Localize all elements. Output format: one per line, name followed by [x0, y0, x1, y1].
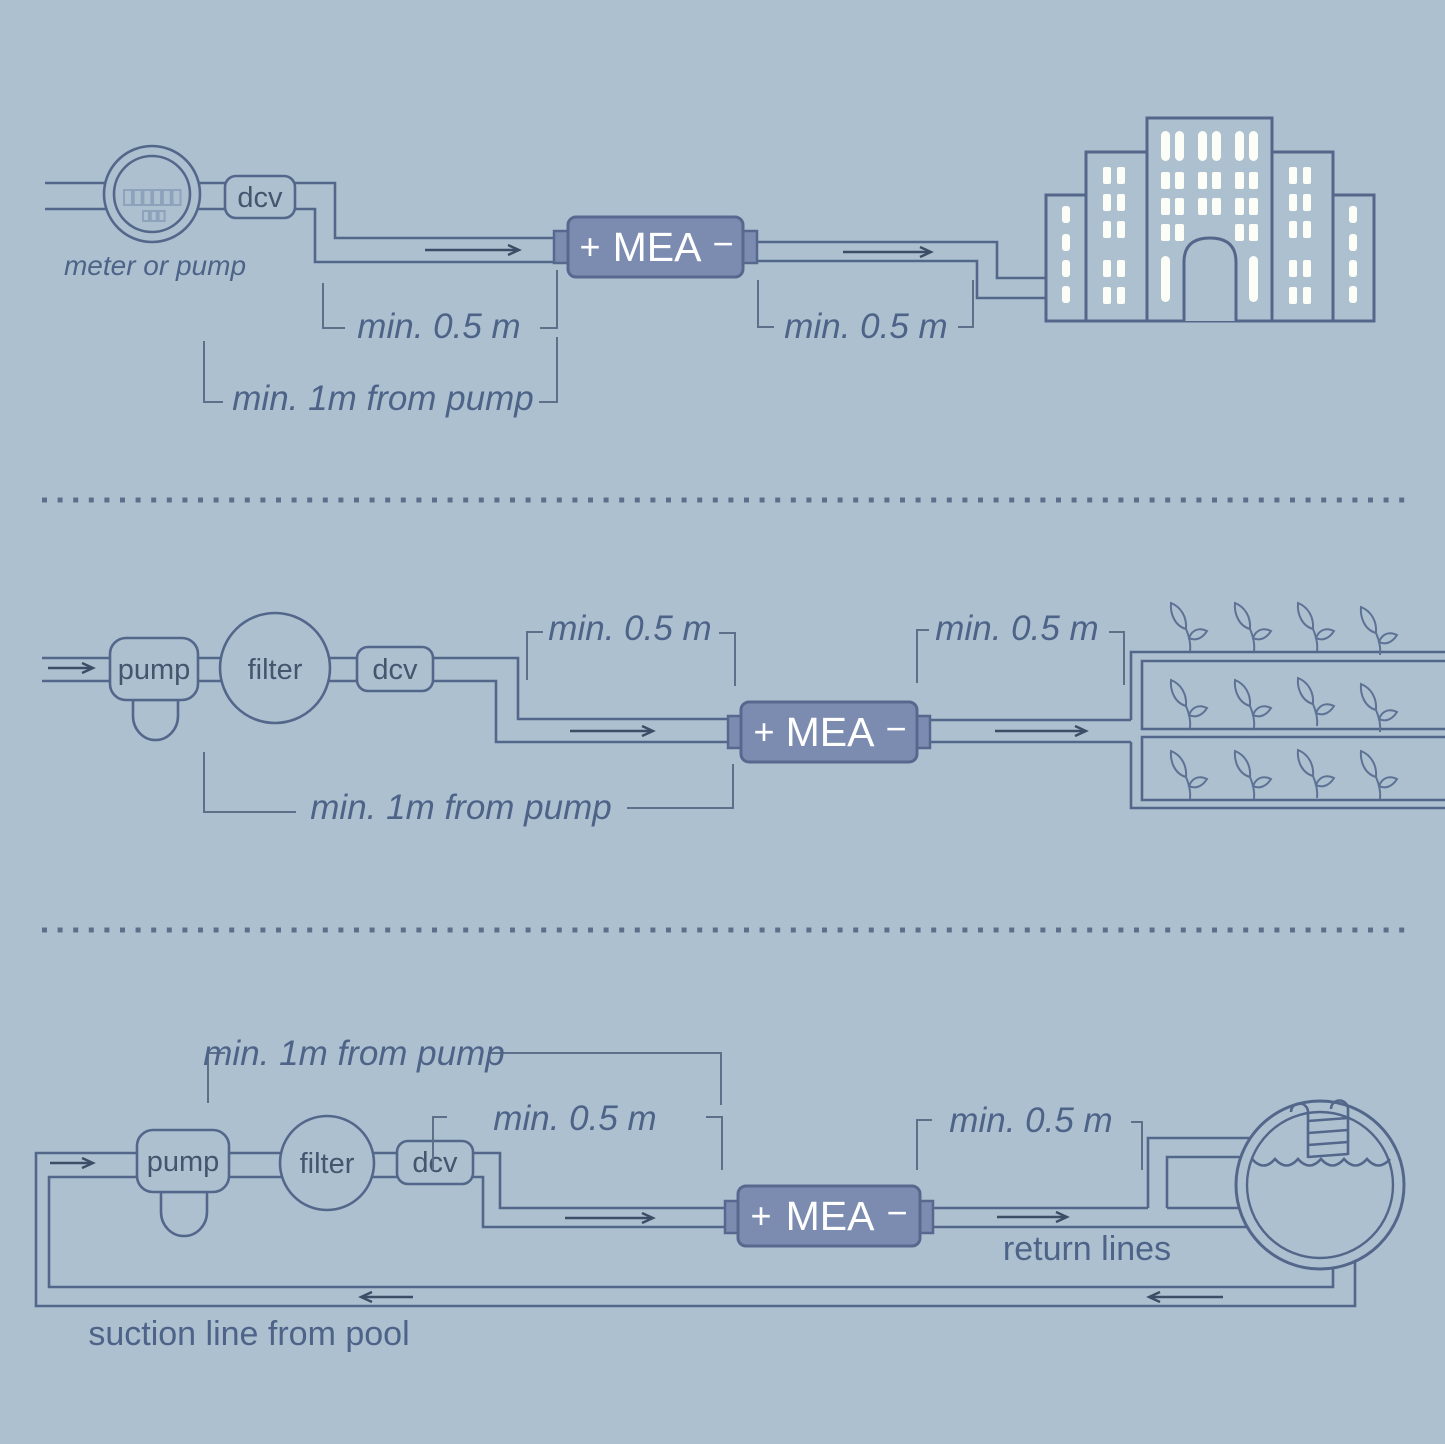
- garden-row-pipe-1: [1140, 659, 1445, 731]
- pool-icon: [1234, 1099, 1406, 1271]
- pipe-suction-outer: [34, 1151, 1357, 1308]
- pipe-mea-to-building-bottom: [757, 259, 1048, 300]
- dcv-label: dcv: [372, 654, 418, 686]
- filter-label: filter: [248, 654, 303, 686]
- label-suction-line: suction line from pool: [88, 1315, 409, 1353]
- mea-label: MEA: [786, 1193, 876, 1239]
- pipe-return-branch-outer: [1146, 1136, 1256, 1208]
- mea-unit: + MEA −: [726, 700, 932, 764]
- pump-label: pump: [147, 1146, 220, 1178]
- mea-minus: −: [886, 1192, 907, 1233]
- dcv-valve: [395, 1139, 475, 1186]
- dcv-label: dcv: [237, 182, 283, 214]
- mea-minus: −: [712, 223, 733, 264]
- measurement-brackets: [203, 270, 974, 403]
- garden-manifold-top: [1129, 650, 1445, 720]
- mea-minus: −: [885, 708, 906, 749]
- meter-caption: meter or pump: [64, 250, 246, 281]
- label-min-1m: min. 1m from pump: [310, 788, 611, 827]
- building-icon: [1044, 116, 1376, 323]
- label-min-05-right: min. 0.5 m: [935, 609, 1098, 648]
- water-wave: [1251, 1157, 1391, 1167]
- mea-label: MEA: [786, 709, 876, 755]
- filter-icon: [278, 1114, 376, 1212]
- pipe-return-branch-inner: [1165, 1155, 1258, 1208]
- mea-plus: +: [753, 711, 774, 752]
- dcv-label: dcv: [412, 1147, 458, 1179]
- filter-icon: [218, 611, 332, 725]
- building-windows: [1062, 131, 1357, 304]
- ladder-icon: [1289, 1099, 1350, 1159]
- dcv-valve: [355, 645, 435, 693]
- garden-manifold-bottom: [1129, 742, 1445, 810]
- mea-unit: + MEA −: [552, 215, 759, 279]
- pipe-suction-inner: [47, 1175, 1335, 1289]
- pipe-dcv-to-mea-bottom: [295, 207, 556, 264]
- mea-unit: + MEA −: [723, 1184, 935, 1248]
- measurement-brackets: [207, 1052, 1143, 1170]
- mea-plus: +: [750, 1195, 771, 1236]
- section-pool: pump filter dcv + MEA −: [34, 1034, 1406, 1353]
- label-min-1m: min. 1m from pump: [203, 1034, 504, 1073]
- label-min-1m: min. 1m from pump: [232, 379, 533, 418]
- mea-label: MEA: [613, 224, 703, 270]
- label-min-05-left: min. 0.5 m: [548, 609, 711, 648]
- pump-label: pump: [118, 654, 191, 686]
- water-meter-icon: [102, 144, 202, 244]
- pump-icon: [135, 1128, 231, 1238]
- pipe-dcv-to-mea-top: [295, 181, 556, 240]
- section-irrigation: pump filter dcv + MEA −: [42, 602, 1445, 827]
- dcv-valve: [223, 174, 297, 220]
- label-min-05-right: min. 0.5 m: [784, 307, 947, 346]
- measurement-brackets: [203, 629, 1125, 813]
- label-return-lines: return lines: [1003, 1230, 1171, 1268]
- garden-row-pipe-2: [1140, 735, 1445, 802]
- building-door-arch: [1182, 236, 1238, 321]
- mea-plus: +: [579, 226, 600, 267]
- label-min-05-right: min. 0.5 m: [949, 1101, 1112, 1140]
- pipe-mea-to-building-top: [757, 240, 1048, 280]
- pump-icon: [108, 636, 200, 742]
- label-min-05-left: min. 0.5 m: [357, 307, 520, 346]
- label-min-05-left: min. 0.5 m: [493, 1099, 656, 1138]
- section-water-supply: meter or pump dcv + MEA −: [45, 116, 1376, 418]
- filter-label: filter: [300, 1148, 355, 1180]
